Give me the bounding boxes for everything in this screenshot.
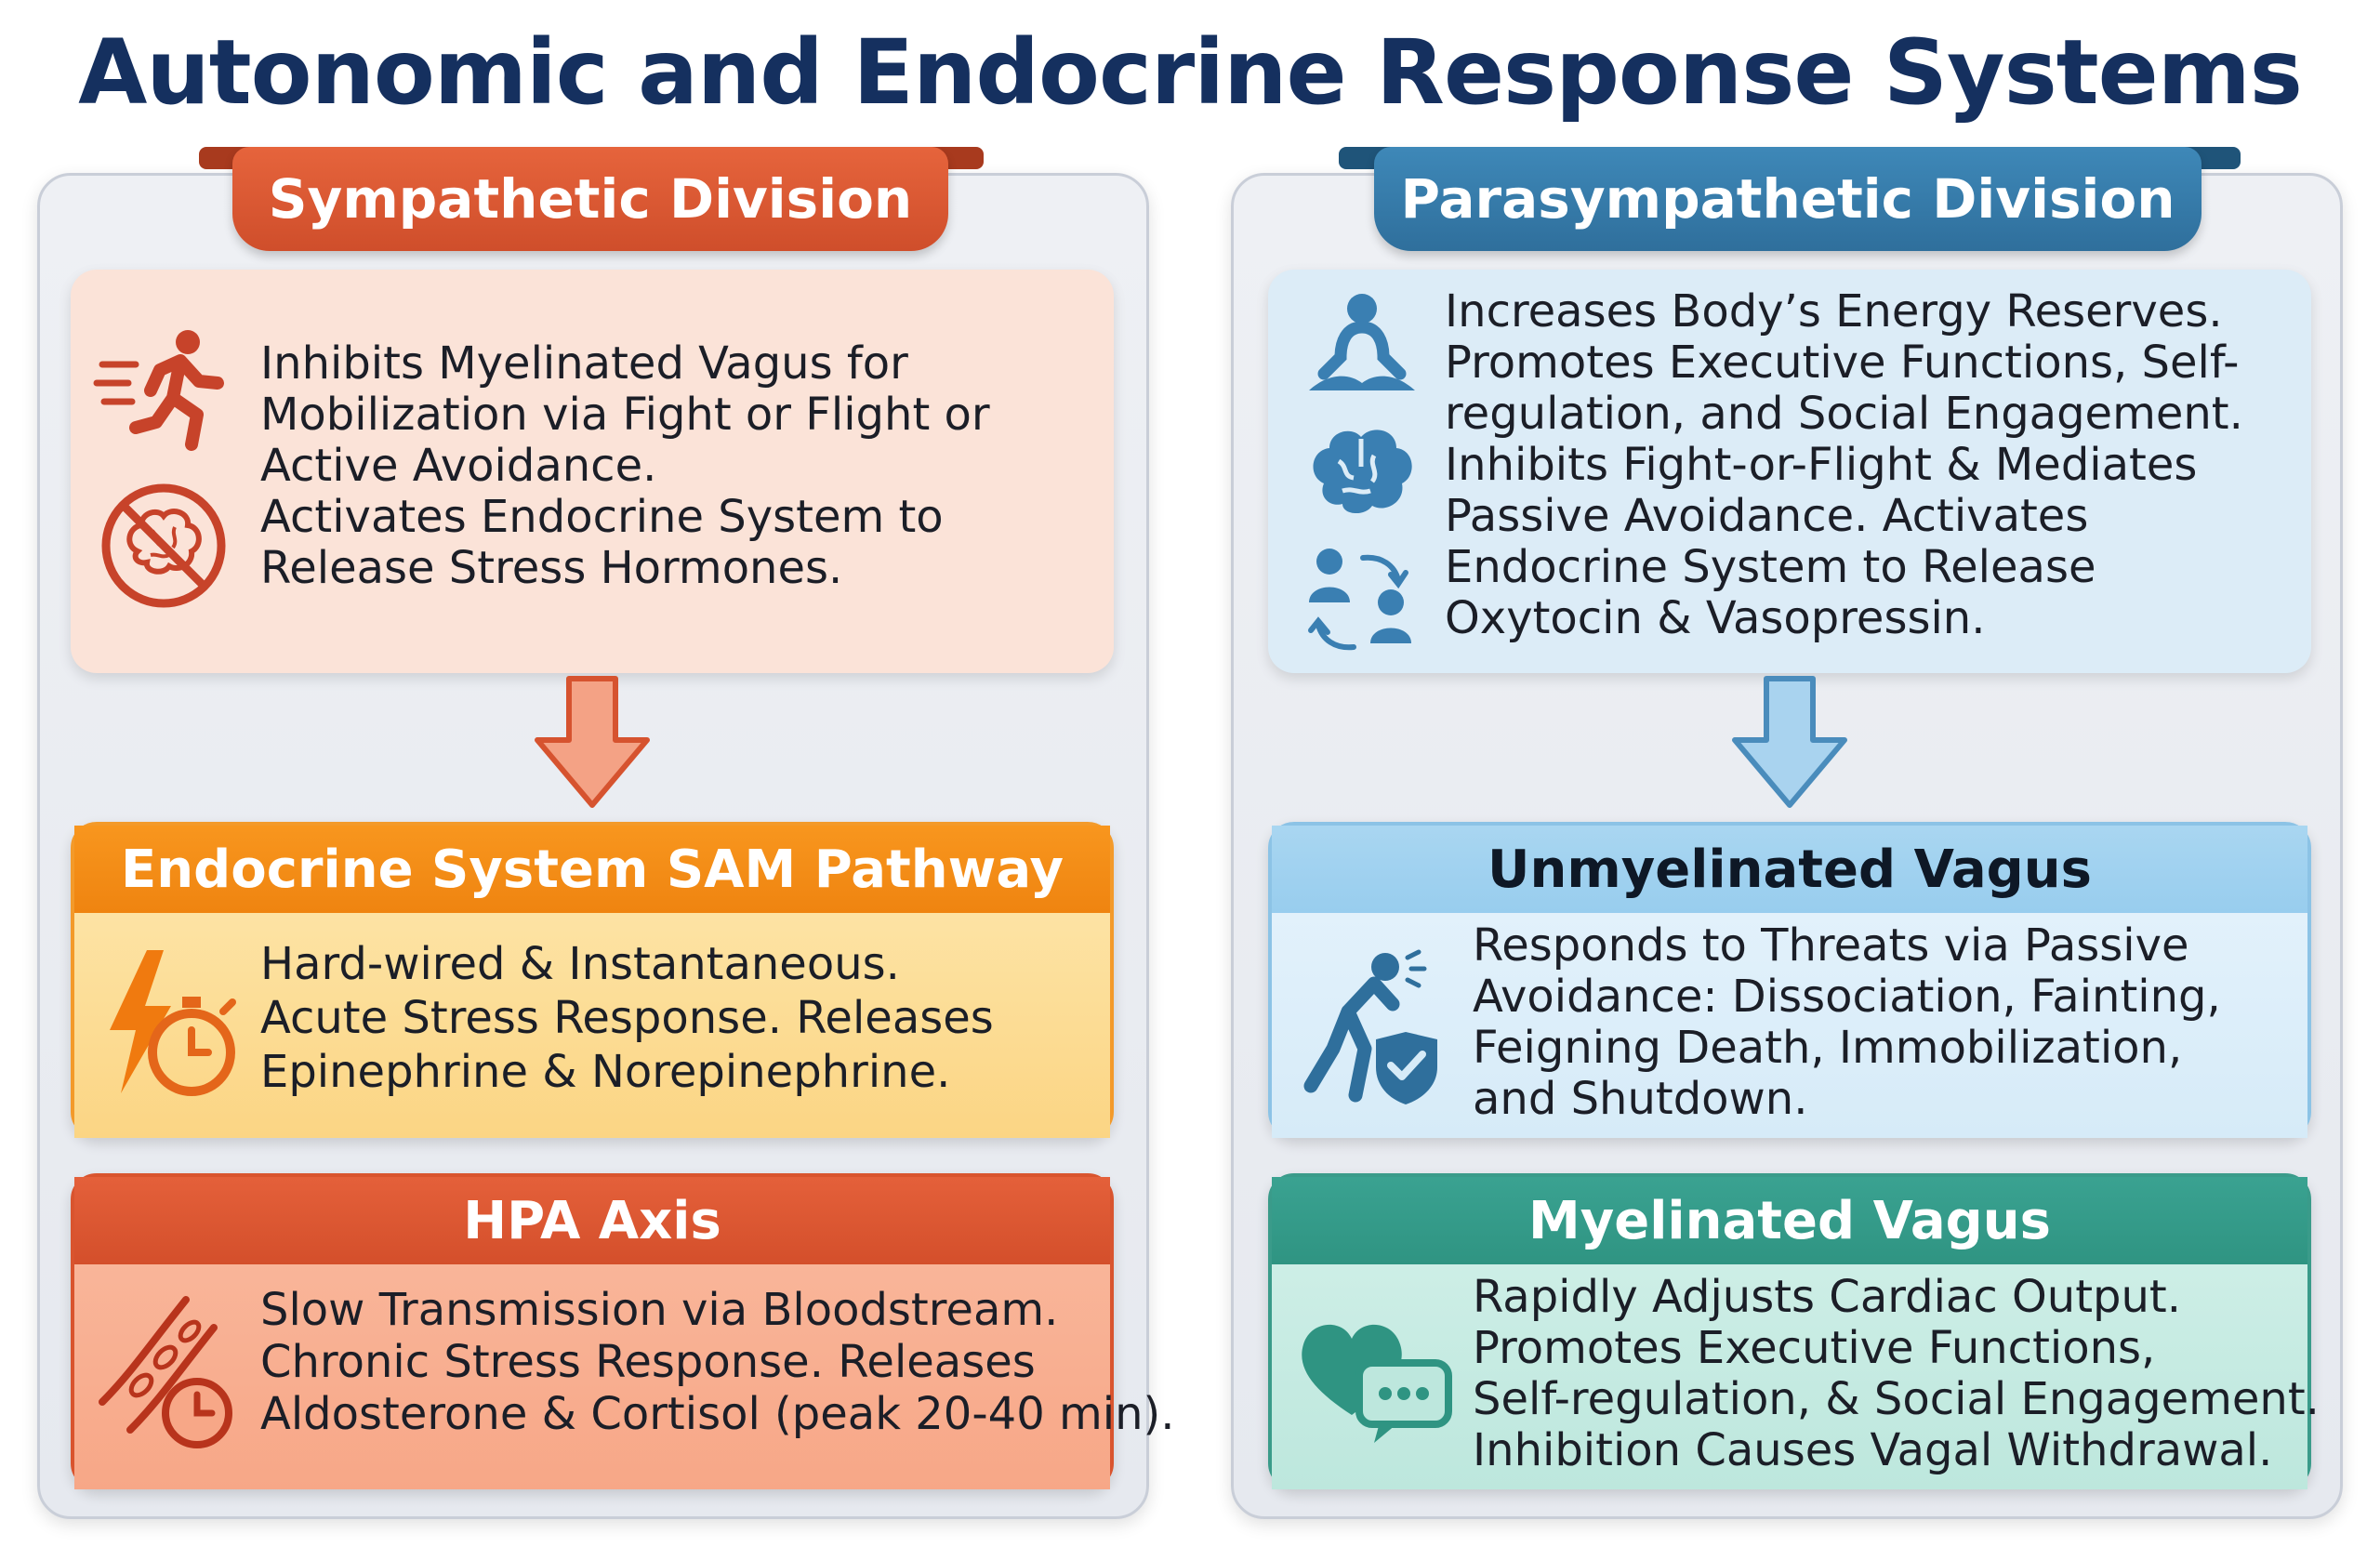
running-person-icon	[93, 330, 224, 451]
heart-chat-icon	[1302, 1324, 1452, 1443]
sam-body: Hard-wired & Instantaneous. Acute Stress…	[74, 913, 1110, 1138]
myelinated-header: Myelinated Vagus	[1272, 1177, 2307, 1264]
down-arrow-icon	[535, 676, 650, 808]
parasympathetic-line: Oxytocin & Vasopressin.	[1445, 592, 1986, 644]
parasympathetic-line: Increases Body’s Energy Reserves.	[1445, 285, 2223, 337]
hpa-header: HPA Axis	[74, 1177, 1110, 1264]
meditation-icon	[1309, 294, 1415, 390]
down-arrow-icon	[1732, 676, 1847, 808]
unmyelinated-body: Responds to Threats via Passive Avoidanc…	[1272, 913, 2307, 1138]
page-title: Autonomic and Endocrine Response Systems	[78, 20, 2303, 125]
blood-vessel-clock-icon	[99, 1296, 232, 1448]
hpa-axis-box: HPA Axis Slow Transmission via Bloodstre…	[71, 1173, 1174, 1489]
parasympathetic-card: Increases Body’s Energy Reserves. Promot…	[1268, 270, 2311, 673]
unmyelinated-line: Feigning Death, Immobilization,	[1473, 1022, 2183, 1074]
sympathetic-line: Release Stress Hormones.	[260, 542, 843, 594]
parasympathetic-line: Passive Avoidance. Activates	[1445, 490, 2089, 542]
lightning-stopwatch-icon	[110, 950, 236, 1096]
parasympathetic-header: Parasympathetic Division	[1374, 147, 2202, 251]
hpa-line: Chronic Stress Response. Releases	[260, 1336, 1036, 1388]
sam-pathway-box: Endocrine System SAM Pathway Hard-wired …	[71, 822, 1114, 1138]
hpa-line: Aldosterone & Cortisol (peak 20-40 min).	[260, 1388, 1175, 1440]
parasympathetic-line: Promotes Executive Functions, Self-	[1445, 337, 2240, 389]
sympathetic-line: Inhibits Myelinated Vagus for	[260, 337, 908, 390]
sympathetic-card: Inhibits Myelinated Vagus for Mobilizati…	[71, 270, 1114, 673]
social-exchange-icon	[1308, 549, 1411, 651]
no-brain-icon	[101, 483, 226, 608]
unmyelinated-vagus-box: Unmyelinated Vagus Responds to Threats v…	[1268, 822, 2311, 1138]
parasympathetic-line: Inhibits Fight-or-Flight & Mediates	[1445, 439, 2198, 491]
myelinated-vagus-box: Myelinated Vagus Rapidly Adjusts Cardiac…	[1268, 1173, 2320, 1489]
sam-header: Endocrine System SAM Pathway	[74, 826, 1110, 913]
sympathetic-line: Active Avoidance.	[260, 440, 657, 492]
sam-line: Epinephrine & Norepinephrine.	[260, 1046, 951, 1098]
sympathetic-line: Activates Endocrine System to	[260, 491, 944, 543]
myelinated-line: Rapidly Adjusts Cardiac Output.	[1473, 1271, 2181, 1323]
sympathetic-header: Sympathetic Division	[232, 147, 948, 251]
sam-line: Acute Stress Response. Releases	[260, 992, 994, 1044]
myelinated-line: Inhibition Causes Vagal Withdrawal.	[1473, 1424, 2273, 1476]
myelinated-line: Promotes Executive Functions,	[1473, 1322, 2156, 1374]
myelinated-line: Self-regulation, & Social Engagement.	[1473, 1373, 2320, 1425]
sam-line: Hard-wired & Instantaneous.	[260, 938, 900, 990]
unmyelinated-line: Avoidance: Dissociation, Fainting,	[1473, 971, 2221, 1023]
unmyelinated-header: Unmyelinated Vagus	[1272, 826, 2307, 913]
myelinated-body: Rapidly Adjusts Cardiac Output. Promotes…	[1272, 1264, 2320, 1489]
brain-icon	[1313, 430, 1412, 514]
parasympathetic-line: Endocrine System to Release	[1445, 541, 2096, 593]
sympathetic-line: Mobilization via Fight or Flight or	[260, 389, 990, 441]
parasympathetic-line: regulation, and Social Engagement.	[1445, 388, 2243, 440]
hpa-line: Slow Transmission via Bloodstream.	[260, 1284, 1059, 1336]
unmyelinated-line: Responds to Threats via Passive	[1473, 919, 2189, 972]
hpa-body: Slow Transmission via Bloodstream. Chron…	[74, 1264, 1174, 1489]
cowering-person-shield-icon	[1303, 949, 1437, 1104]
unmyelinated-line: and Shutdown.	[1473, 1073, 1808, 1125]
